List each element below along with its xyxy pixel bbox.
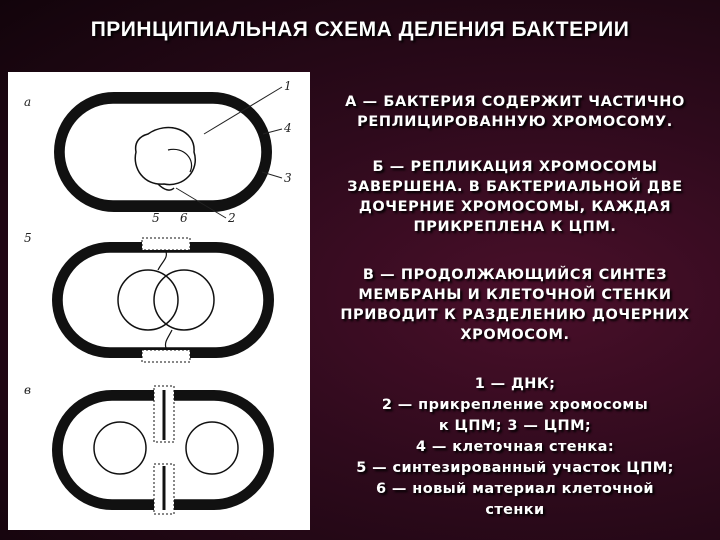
dna-c-left — [93, 421, 147, 475]
description-c: В — ПРОДОЛЖАЮЩИЙСЯ СИНТЕЗ МЕМБРАНЫ И КЛЕ… — [340, 267, 690, 343]
legend-line: 6 — новый материал клеточной — [376, 481, 654, 497]
dna-b-right — [153, 269, 215, 331]
membrane-a — [63, 102, 263, 202]
legend-line: стенки — [485, 502, 545, 518]
label-panel-a: а — [24, 95, 31, 109]
slide-title: ПРИНЦИПИАЛЬНАЯ СХЕМА ДЕЛЕНИЯ БАКТЕРИИ — [90, 18, 630, 41]
dna-a — [134, 126, 197, 186]
label-panel-c: в — [24, 383, 31, 397]
new-wall-bottom-b — [141, 349, 191, 363]
new-wall-top-b — [141, 237, 191, 251]
membrane-b — [61, 251, 265, 349]
description-b: Б — РЕПЛИКАЦИЯ ХРОМОСОМЫ ЗАВЕРШЕНА. В БА… — [347, 159, 683, 235]
legend-line: к ЦПМ; 3 — ЦПМ; — [438, 418, 592, 434]
legend-line: 4 — клеточная стенка: — [415, 439, 615, 455]
panel-a-cell — [54, 92, 272, 212]
bacteria-division-diagram: а 1 4 3 5 6 2 5 — [8, 72, 310, 530]
legend-line: 2 — прикрепление хромосомы — [381, 397, 649, 413]
label-3-a: 3 — [284, 171, 292, 185]
label-5-b: 5 — [24, 231, 32, 245]
panel-b-cell — [52, 237, 274, 363]
dna-b-left — [117, 269, 179, 331]
label-1-a: 1 — [284, 79, 292, 93]
panel-c-cell — [52, 385, 274, 515]
legend-line: 1 — ДНК; — [474, 376, 556, 392]
description-a: А — БАКТЕРИЯ СОДЕРЖИТ ЧАСТИЧНО РЕПЛИЦИРО… — [345, 94, 685, 130]
label-6-a: 6 — [180, 211, 188, 225]
legend: 1 — ДНК; 2 — прикрепление хромосомы к ЦП… — [316, 374, 714, 521]
dna-c-right — [185, 421, 239, 475]
legend-line: 5 — синтезированный участок ЦПМ; — [356, 460, 674, 476]
label-4-a: 4 — [283, 121, 292, 135]
label-2-a: 2 — [227, 211, 236, 225]
label-5-a: 5 — [152, 211, 160, 225]
